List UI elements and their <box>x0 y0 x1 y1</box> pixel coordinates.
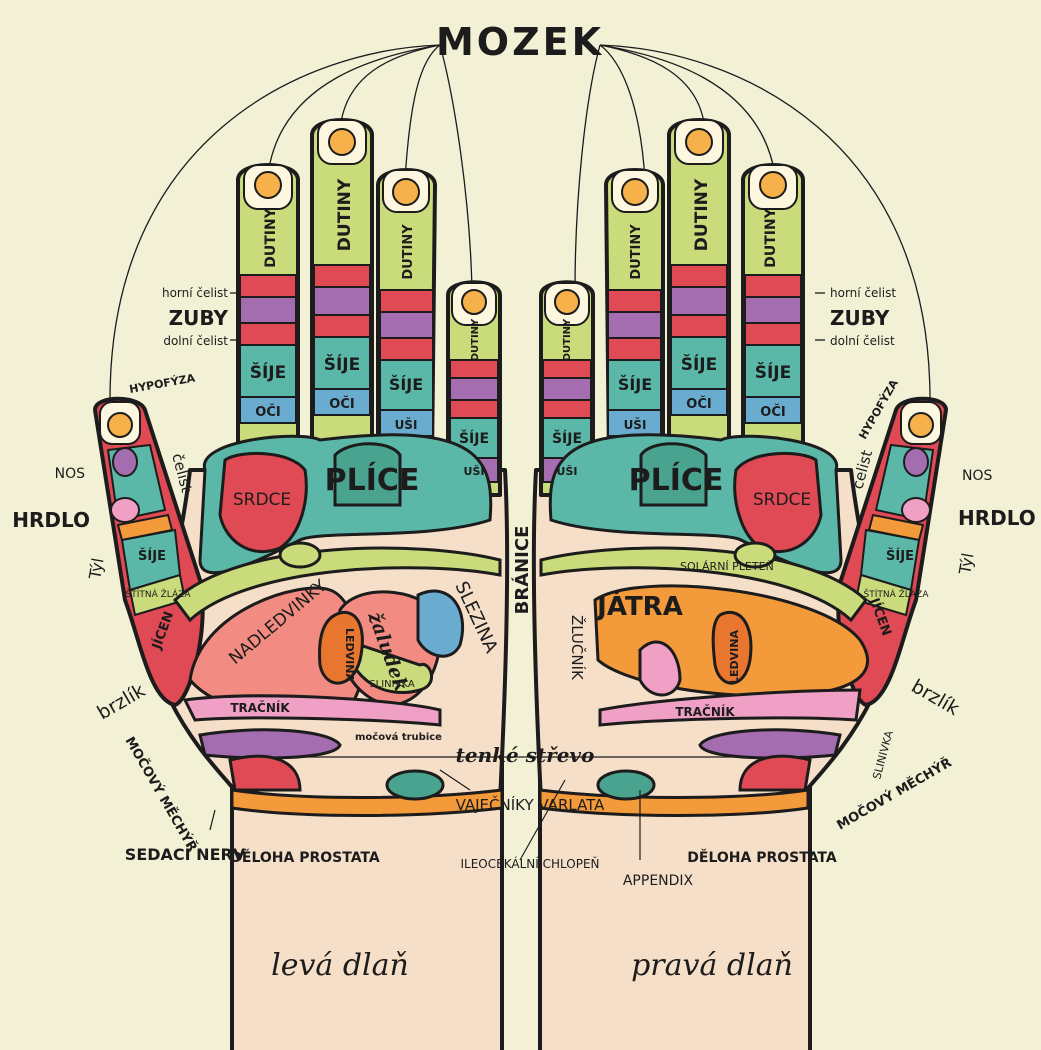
right-slinivka: SLINIVKA <box>870 729 896 781</box>
ileocekalni-label: ILEOCEKÁLNÍ CHLOPEŇ <box>461 856 600 871</box>
right-index-sije: ŠÍJE <box>755 361 792 383</box>
right-ring-sije: ŠÍJE <box>618 375 652 394</box>
left-middle-oci: OČI <box>329 396 354 412</box>
left-little-dutiny: DUTINY <box>470 318 481 361</box>
left-ledvina: LEDVINA <box>343 628 356 682</box>
left-zuby-dolni: dolní čelist <box>163 334 228 348</box>
left-middle-sije: ŠÍJE <box>324 353 361 375</box>
left-stitna: ŠTÍTNÁ ŽLÁZA <box>126 588 192 600</box>
right-zlucnik: ŽLUČNÍK <box>568 615 587 681</box>
right-mocovy: MOČOVÝ MĚCHÝŘ <box>834 755 955 834</box>
left-plice: PLÍCE <box>325 462 420 498</box>
right-middle-oci: OČI <box>686 396 711 412</box>
left-spleen <box>418 591 463 656</box>
left-sedaci: SEDACÍ NERV <box>125 845 246 864</box>
right-index-oci: OČI <box>760 404 785 420</box>
right-jatra: JÁTRA <box>595 590 683 622</box>
right-little-dutiny: DUTINY <box>562 318 573 361</box>
right-brzlik: brzlík <box>908 675 964 720</box>
right-tracnik: TRAČNÍK <box>675 704 735 719</box>
right-ledvina: LEDVINA <box>728 630 741 684</box>
right-plice: PLÍCE <box>629 462 724 498</box>
right-thumb-sije: ŠÍJE <box>886 548 914 564</box>
left-index-dutiny: DUTINY <box>263 207 279 267</box>
right-tyl: Týl <box>955 552 978 577</box>
left-tracnik: TRAČNÍK <box>230 700 290 715</box>
left-mocovy: MOČOVÝ MĚCHÝŘ <box>122 734 201 855</box>
right-intestine <box>700 730 840 758</box>
right-little-usi: UŠI <box>557 465 578 478</box>
right-hrdlo: HRDLO <box>958 506 1036 530</box>
left-zuby-horni: horní čelist <box>162 286 228 300</box>
right-caption: pravá dlaň <box>631 948 793 983</box>
right-nos: NOS <box>962 468 992 484</box>
brain-connector-lines <box>110 45 930 400</box>
right-ring-dutiny: DUTINY <box>629 224 644 280</box>
left-ring-dutiny: DUTINY <box>401 224 416 280</box>
right-appendix: APPENDIX <box>623 873 694 889</box>
left-mocova: močová trubice <box>355 731 442 743</box>
left-zuby-label: ZUBY <box>169 306 229 330</box>
right-solarni: SOLÁRNÍ PLETEŇ <box>680 560 774 573</box>
left-intestine <box>200 730 340 758</box>
right-ring-usi: UŠI <box>624 417 647 432</box>
right-zuby-dolni: dolní čelist <box>830 334 895 348</box>
left-hrdlo: HRDLO <box>12 508 90 532</box>
right-deloha: DĚLOHA PROSTATA <box>687 849 837 866</box>
brain-title: MOZEK <box>436 20 604 64</box>
branice-label: BRÁNICE <box>511 526 533 615</box>
left-thumb-sije: ŠÍJE <box>138 548 166 564</box>
left-caption: levá dlaň <box>271 948 409 983</box>
left-tyl: Týl <box>85 557 108 582</box>
right-zuby-label: ZUBY <box>830 306 890 330</box>
tenke-strevo-label: tenké střevo <box>456 743 595 767</box>
right-zuby-horni: horní čelist <box>830 286 896 300</box>
left-middle-dutiny: DUTINY <box>335 178 355 251</box>
right-index-dutiny: DUTINY <box>763 207 779 267</box>
left-index-sije: ŠÍJE <box>250 361 287 383</box>
left-deloha: DĚLOHA PROSTATA <box>230 849 380 866</box>
vajecniky-label: VAJEČNÍKY VARLATA <box>456 795 606 814</box>
right-middle-sije: ŠÍJE <box>681 353 718 375</box>
right-middle-dutiny: DUTINY <box>692 178 712 251</box>
left-ring-usi: UŠI <box>395 417 418 432</box>
left-index-oci: OČI <box>255 404 280 420</box>
left-ring-sije: ŠÍJE <box>389 375 423 394</box>
right-little-sije: ŠÍJE <box>552 429 582 447</box>
left-little-sije: ŠÍJE <box>459 429 489 447</box>
left-little-usi: UŠI <box>464 465 485 478</box>
left-nos: NOS <box>55 466 85 482</box>
left-hypofyza: HYPOFÝZA <box>128 372 196 396</box>
left-slinivka: SLINIVKA <box>369 679 415 690</box>
left-brzlik: brzlík <box>94 680 150 725</box>
right-srdce: SRDCE <box>753 490 811 510</box>
left-srdce: SRDCE <box>233 490 291 510</box>
